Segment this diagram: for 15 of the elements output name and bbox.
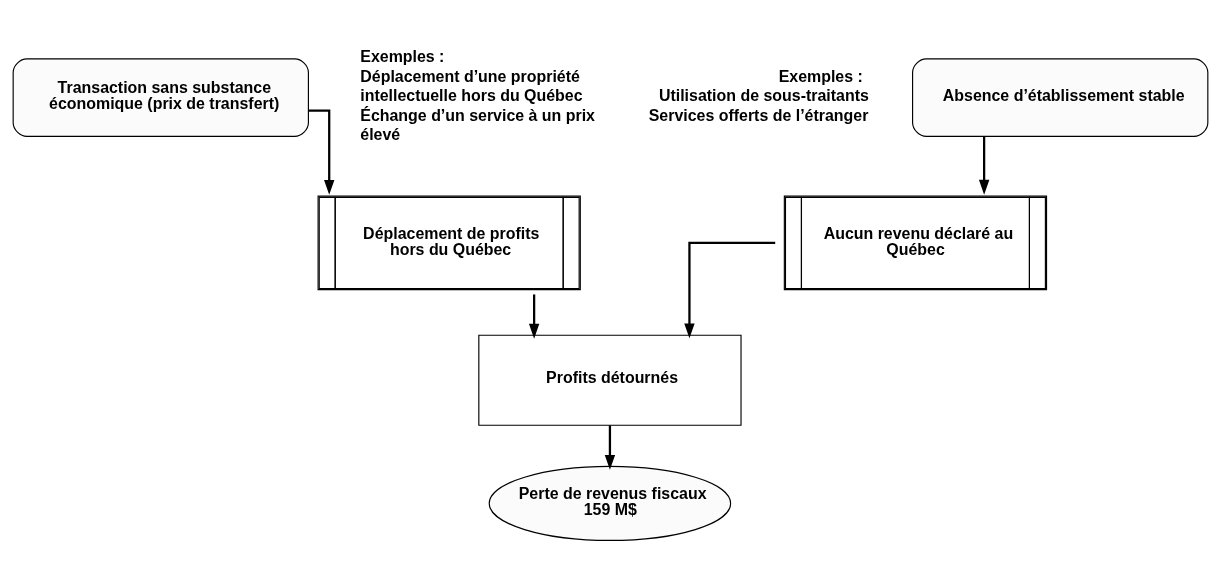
node-label: Services offerts de l’étranger: [648, 106, 869, 124]
node-box: Profits détournés: [478, 334, 742, 426]
node-label: Échange d’un service à un prix élevé: [360, 106, 595, 143]
node-label: Exemples :: [360, 47, 445, 65]
node-label: Exemples :: [778, 67, 863, 85]
arrow: [604, 424, 616, 470]
arrow: [308, 109, 335, 195]
arrow: [528, 293, 540, 339]
arrow: [978, 136, 990, 195]
node-label: Déplacement d’une propriété intellectuelle hors du Québec: [360, 67, 583, 104]
node-label: Utilisation de sous-traitants: [658, 86, 869, 104]
node-box: Absence d’établissement stable: [912, 57, 1209, 137]
node-box: Transaction sans substance économique (prix de transfert): [12, 57, 309, 137]
node-ellipse: Perte de revenus fiscaux 159 M$: [488, 465, 732, 541]
arrow: [684, 241, 776, 338]
